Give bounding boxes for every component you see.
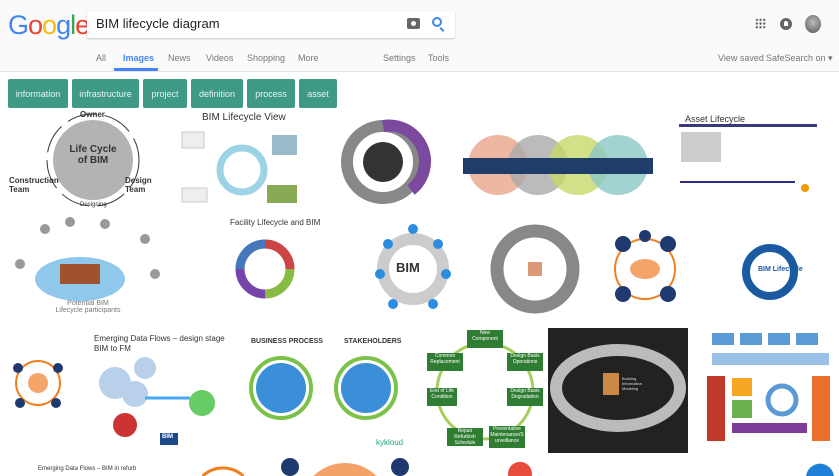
image-result[interactable] <box>720 458 839 476</box>
globe-graphic <box>249 356 398 420</box>
building-graphic <box>550 344 686 432</box>
image-result[interactable]: Building Information Modeling <box>548 328 688 453</box>
chip-project[interactable]: project <box>143 79 187 108</box>
image-title: BIM <box>396 260 420 275</box>
bim-logo: BIM <box>162 434 173 440</box>
tab-all[interactable]: All <box>96 53 107 63</box>
cycle-graphic <box>235 239 295 299</box>
tab-images[interactable]: Images <box>123 53 155 63</box>
chip-infrastructure[interactable]: infrastructure <box>72 79 139 108</box>
venn-graphic <box>463 135 653 195</box>
ring-graphic <box>490 224 580 314</box>
image-result[interactable] <box>458 110 658 210</box>
camera-icon[interactable] <box>407 18 420 29</box>
cycle-step: Repair Refurbish Schedule <box>447 428 483 446</box>
image-title: BIM Lifecycle View <box>202 112 286 123</box>
image-result[interactable]: Emerging Data Flows – BIM in refurb <box>28 458 138 476</box>
image-label: Designing <box>80 202 107 208</box>
tab-videos[interactable]: Videos <box>206 53 234 63</box>
image-title: STAKEHOLDERS <box>344 338 402 345</box>
image-result[interactable] <box>702 328 839 453</box>
image-result[interactable] <box>603 214 688 324</box>
image-title: Life Cycle of BIM <box>69 144 117 166</box>
cloud-graphic <box>15 217 160 301</box>
image-result[interactable]: BIM Lifecycle View <box>172 110 312 210</box>
diagram-graphic <box>806 463 834 476</box>
diagram-graphic <box>679 124 817 192</box>
image-result[interactable]: Asset Lifecycle <box>675 110 820 210</box>
image-result[interactable] <box>8 328 68 453</box>
image-title: Potential BIM Lifecycle participants <box>55 300 121 314</box>
cycle-step: End of Life Condition <box>427 388 457 406</box>
cycle-step: Design Basis Operations <box>507 353 543 371</box>
search-icon[interactable] <box>432 17 442 27</box>
ring-graphic <box>614 230 676 302</box>
view-saved-link[interactable]: View saved <box>718 53 764 63</box>
bim-ring-graphic <box>375 224 451 309</box>
cycle-step: Design Basis Degradation <box>507 388 543 406</box>
tools-link[interactable]: Tools <box>428 53 450 63</box>
image-title: Asset Lifecycle <box>685 114 746 124</box>
image-title: Emerging Data Flows – design stage BIM t… <box>94 334 225 353</box>
image-result[interactable]: New Component Design Basis Operations De… <box>425 328 545 453</box>
image-result[interactable]: BUSINESS PROCESS STAKEHOLDERS kykloud <box>236 328 416 453</box>
image-label: Owner <box>80 110 105 119</box>
chip-definition[interactable]: definition <box>191 79 243 108</box>
cycle-graphic <box>341 119 432 204</box>
data-flow-graphic <box>99 357 215 445</box>
image-result[interactable] <box>316 110 451 210</box>
image-title: Emerging Data Flows – BIM in refurb <box>38 466 137 472</box>
diagram-graphic <box>508 461 532 476</box>
image-result[interactable]: Emerging Data Flows – design stage BIM t… <box>90 328 230 453</box>
image-result[interactable] <box>178 458 268 476</box>
cycle-step: Common Replacement <box>427 353 463 371</box>
chip-asset[interactable]: asset <box>299 79 337 108</box>
settings-link[interactable]: Settings <box>383 53 416 63</box>
search-box <box>87 11 455 38</box>
image-title: BIM Lifecycle <box>758 266 803 273</box>
header: Google All Images News Videos Shopping M… <box>0 0 839 72</box>
tab-shopping[interactable]: Shopping <box>247 53 286 63</box>
image-result[interactable]: Life Cycle of BIM Owner Construction Tea… <box>5 110 170 210</box>
process-graphic <box>707 333 830 441</box>
apps-icon[interactable] <box>755 18 766 29</box>
ring-graphic <box>742 244 798 300</box>
active-tab-indicator <box>114 68 158 71</box>
image-result[interactable]: BIM <box>368 214 458 324</box>
cycle-step: New Component <box>467 330 503 348</box>
diagram-graphic <box>281 458 409 476</box>
image-title: BUSINESS PROCESS <box>251 338 323 345</box>
search-input[interactable] <box>96 16 386 31</box>
image-result[interactable] <box>275 458 415 476</box>
notifications-icon[interactable] <box>780 18 792 30</box>
avatar[interactable] <box>805 15 821 33</box>
diagram-graphic <box>201 466 245 476</box>
kykloud-logo: kykloud <box>376 438 404 447</box>
safesearch-toggle[interactable]: SafeSearch on ▾ <box>766 53 833 63</box>
image-result[interactable]: Facility Lifecycle and BIM <box>195 214 335 324</box>
chip-process[interactable]: process <box>247 79 295 108</box>
image-result[interactable]: Potential BIM Lifecycle participants <box>5 214 170 324</box>
image-label: Construction Team <box>9 176 59 194</box>
tab-news[interactable]: News <box>168 53 191 63</box>
lifecycle-circle-graphic <box>46 113 140 207</box>
image-title: Facility Lifecycle and BIM <box>230 218 321 227</box>
image-result[interactable] <box>473 214 595 324</box>
google-logo[interactable]: Google <box>8 10 90 40</box>
image-result[interactable]: BIM Lifecycle <box>698 214 839 324</box>
diagram-graphic <box>181 131 297 203</box>
cycle-step: Preventative Maintenance/Surveillance <box>489 426 525 448</box>
image-result[interactable] <box>490 458 550 476</box>
chip-information[interactable]: information <box>8 79 68 108</box>
ring-graphic <box>13 360 63 408</box>
safesearch-label: SafeSearch on <box>766 53 826 63</box>
image-label: Design Team <box>125 176 152 194</box>
tab-more[interactable]: More <box>298 53 319 63</box>
image-title: Building Information Modeling <box>622 376 643 391</box>
